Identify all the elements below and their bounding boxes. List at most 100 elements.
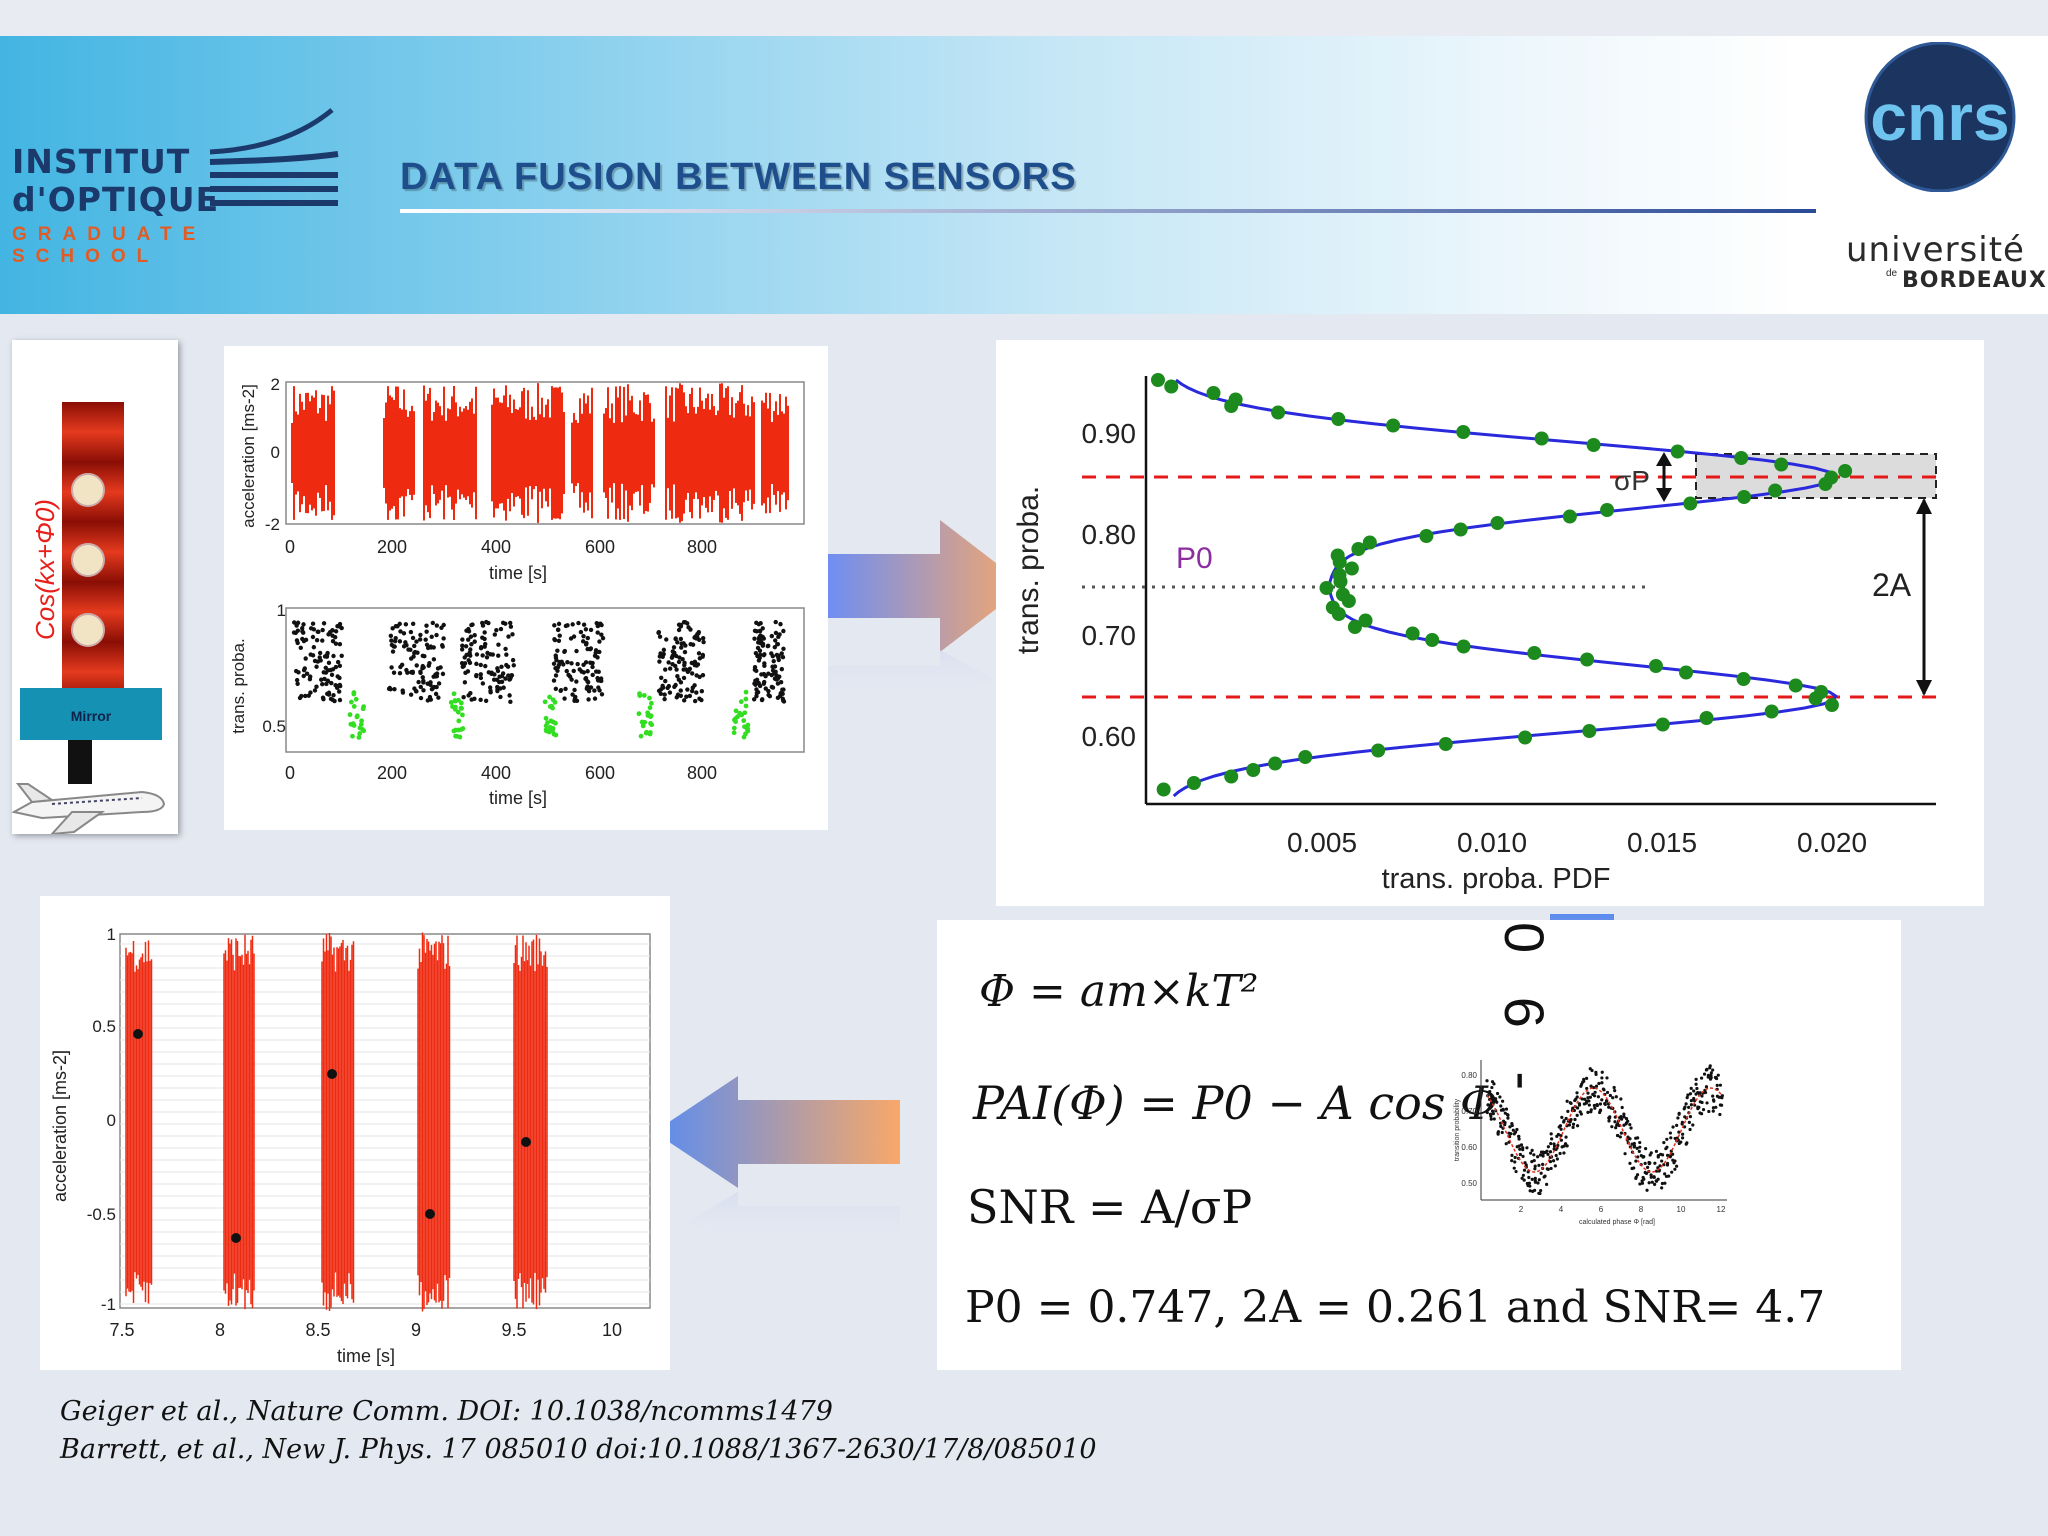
prob-dot <box>592 688 597 693</box>
prob-dot <box>492 632 498 637</box>
inset-dot <box>1510 1159 1514 1163</box>
prob-dot <box>411 654 416 659</box>
prob-dot <box>472 633 477 638</box>
inset-dot <box>1539 1171 1543 1175</box>
title-underline <box>400 209 1816 213</box>
inset-dot <box>1608 1093 1612 1098</box>
inset-dot <box>1607 1119 1611 1123</box>
inset-dot <box>1515 1127 1519 1132</box>
time-series-panel: acceleration [ms-2] 2 0 -2 0 200 400 600… <box>224 346 828 830</box>
prob-dot <box>408 692 414 697</box>
prob-dot <box>304 671 310 676</box>
inset-dot <box>1711 1068 1715 1072</box>
prob-dot <box>509 673 515 678</box>
inset-dot <box>1660 1153 1665 1157</box>
inset-dot <box>1571 1122 1576 1126</box>
prob-dot <box>772 644 778 650</box>
prob-dot <box>337 675 342 681</box>
inset-dot <box>1533 1167 1537 1171</box>
pdf-dot <box>1586 438 1601 452</box>
prob-dot <box>570 692 575 697</box>
prob-dot <box>424 629 429 634</box>
prob-dot <box>660 683 665 689</box>
prob-dot <box>424 623 429 628</box>
inset-xtick-4: 8 <box>1639 1205 1644 1214</box>
pdf-dot <box>1490 516 1505 530</box>
prob-dot <box>572 687 577 693</box>
pdf-dot <box>1347 620 1362 634</box>
prob-dot <box>498 686 503 691</box>
prob-dot <box>492 672 497 677</box>
prob-dot <box>510 657 516 663</box>
inset-dot <box>1495 1091 1500 1096</box>
prob-dot-green <box>456 718 462 724</box>
inset-dot <box>1652 1175 1656 1179</box>
prob-dot-green <box>351 691 357 697</box>
inset-dot <box>1711 1109 1715 1113</box>
inset-dot <box>1687 1120 1691 1124</box>
prob-dot <box>663 667 668 672</box>
prob-dot <box>665 685 670 691</box>
inset-dot <box>1556 1132 1560 1137</box>
inset-dot <box>1716 1073 1720 1077</box>
prob-dot <box>590 672 595 678</box>
prob-dot <box>339 653 344 659</box>
prob-dot <box>480 681 486 686</box>
inset-dot <box>1704 1085 1709 1089</box>
inset-dot <box>1706 1073 1710 1077</box>
inset-dot <box>1623 1152 1627 1156</box>
prob-dot <box>389 642 395 648</box>
inset-dot <box>1687 1105 1691 1109</box>
inset-dot <box>1538 1191 1542 1196</box>
inset-dot <box>1707 1109 1711 1114</box>
prob-dot <box>496 653 501 658</box>
prob-dot <box>390 649 396 654</box>
inset-dot <box>1589 1084 1593 1088</box>
inset-dot <box>1527 1181 1532 1185</box>
inset-dot <box>1602 1088 1606 1092</box>
inset-dot <box>1587 1099 1591 1103</box>
page-title: DATA FUSION BETWEEN SENSORS <box>400 156 1077 198</box>
inset-ytick-3: 0.60 <box>1461 1143 1477 1152</box>
prob-dot <box>586 697 591 702</box>
inset-dot <box>1634 1176 1638 1180</box>
inset-dot <box>1614 1126 1618 1130</box>
prob-dot <box>469 642 474 647</box>
eq1-text: Φ = am×kT² <box>979 966 1259 1017</box>
inset-dot <box>1615 1133 1620 1138</box>
inset-dot <box>1676 1116 1680 1120</box>
accel-ytick-1: 1 <box>107 925 116 944</box>
inset-dot <box>1605 1076 1609 1080</box>
prob-dot <box>580 639 586 644</box>
inset-dot <box>1528 1189 1532 1193</box>
prob-dot <box>583 676 588 682</box>
pdf-dot <box>1768 483 1783 498</box>
prob-dot <box>759 672 764 677</box>
inset-dot <box>1640 1181 1645 1185</box>
prob-dot <box>780 655 786 660</box>
prob-dot <box>425 698 431 703</box>
acc-xtick-1: 0 <box>285 537 295 557</box>
inset-dot <box>1600 1098 1604 1102</box>
pdf-dot <box>1341 594 1356 608</box>
prob-dot <box>436 681 442 686</box>
inset-dot <box>1537 1163 1541 1167</box>
prob-dot <box>777 674 782 679</box>
prob-dot <box>388 633 394 639</box>
inset-dot <box>1685 1141 1689 1145</box>
inset-dot <box>1646 1165 1650 1169</box>
prob-dot <box>310 634 316 640</box>
prob-dot <box>553 686 559 692</box>
prob-dot-green <box>347 712 353 718</box>
prob-dot <box>773 638 778 643</box>
inset-dot <box>1696 1107 1700 1111</box>
prob-dot <box>436 695 441 700</box>
prob-dot <box>689 671 695 676</box>
inset-dot <box>1575 1124 1580 1128</box>
pdf-dot <box>1438 737 1453 751</box>
prob-dot <box>571 634 577 639</box>
prob-dot <box>773 630 779 636</box>
inset-dot <box>1543 1174 1547 1178</box>
prob-dot <box>416 679 421 685</box>
acc-xtick-4: 600 <box>585 537 615 557</box>
